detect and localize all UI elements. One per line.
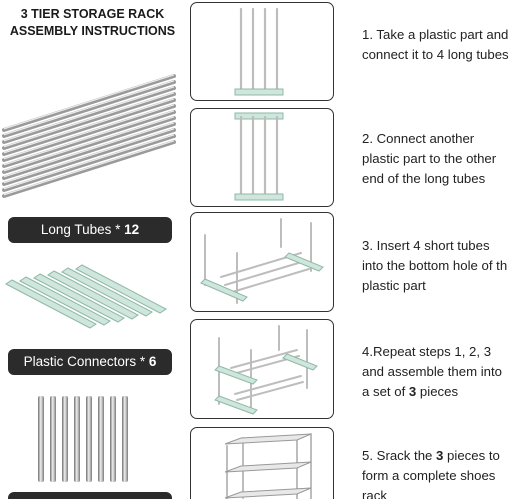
step-5-image [190,427,334,499]
short-tube [74,396,80,482]
long-tube-highlight [3,134,175,190]
step-1-text: 1. Take a plastic part and connect it to… [362,27,509,62]
plastic-connector [75,264,167,314]
short-tube [86,396,92,482]
long-tubes-text: Long Tubes * [40,222,125,237]
long-tubes-image [2,74,176,198]
short-tubes-image [38,396,128,482]
short-tube [62,396,68,482]
step-4-text: 4.Repeat steps 1, 2, 3 and assemble them… [362,344,503,399]
plastic-connectors-image [5,264,167,329]
plastic-connector [61,267,153,317]
long-tube [2,86,176,144]
long-tube [2,104,176,162]
plastic-connector [47,270,139,320]
long-tube-highlight [3,116,175,172]
long-tube-highlight [3,140,175,196]
long-tube [2,122,176,180]
page-title: 3 TIER STORAGE RACK ASSEMBLY INSTRUCTION… [0,6,185,40]
long-tubes-qty: 12 [124,222,140,237]
short-tube [98,396,104,482]
short-tube [38,396,44,482]
step-2-text: 2. Connect another plastic part to the o… [362,131,497,186]
long-tube-highlight [3,98,175,154]
long-tube [2,128,176,186]
title-line-1: 3 TIER STORAGE RACK [20,7,165,21]
long-tube [2,140,176,198]
step-4-image [190,319,334,419]
long-tube-highlight [3,110,175,166]
short-tubes-label [8,492,172,499]
long-tube-highlight [3,128,175,184]
short-tube [50,396,56,482]
long-tube [2,98,176,156]
long-tube [2,80,176,138]
plastic-connector [5,279,97,329]
long-tubes-label: Long Tubes * 12 [8,217,172,243]
long-tube-highlight [3,122,175,178]
step-5-text: 5. Srack the 3 pieces to form a complete… [362,448,500,499]
long-tube [2,134,176,192]
step-1-image [190,2,334,101]
long-tube [2,74,176,132]
plastic-connector [19,276,111,326]
plastic-connectors-text: Plastic Connectors * [23,354,149,369]
short-tube [122,396,128,482]
step-3-image [190,212,334,312]
plastic-connector [33,273,125,323]
long-tube [2,116,176,174]
long-tube-highlight [3,92,175,148]
long-tube-highlight [3,74,175,130]
long-tube-highlight [3,104,175,160]
long-tube [2,110,176,168]
plastic-connectors-label: Plastic Connectors * 6 [8,349,172,375]
step-2-image [190,108,334,207]
long-tube [2,92,176,150]
title-line-2: ASSEMBLY INSTRUCTIONS [9,24,176,38]
plastic-connectors-qty: 6 [148,354,157,369]
step-3-text: 3. Insert 4 short tubes into the bottom … [362,238,508,293]
long-tube-highlight [3,86,175,142]
short-tube [110,396,116,482]
long-tube-highlight [3,80,175,136]
